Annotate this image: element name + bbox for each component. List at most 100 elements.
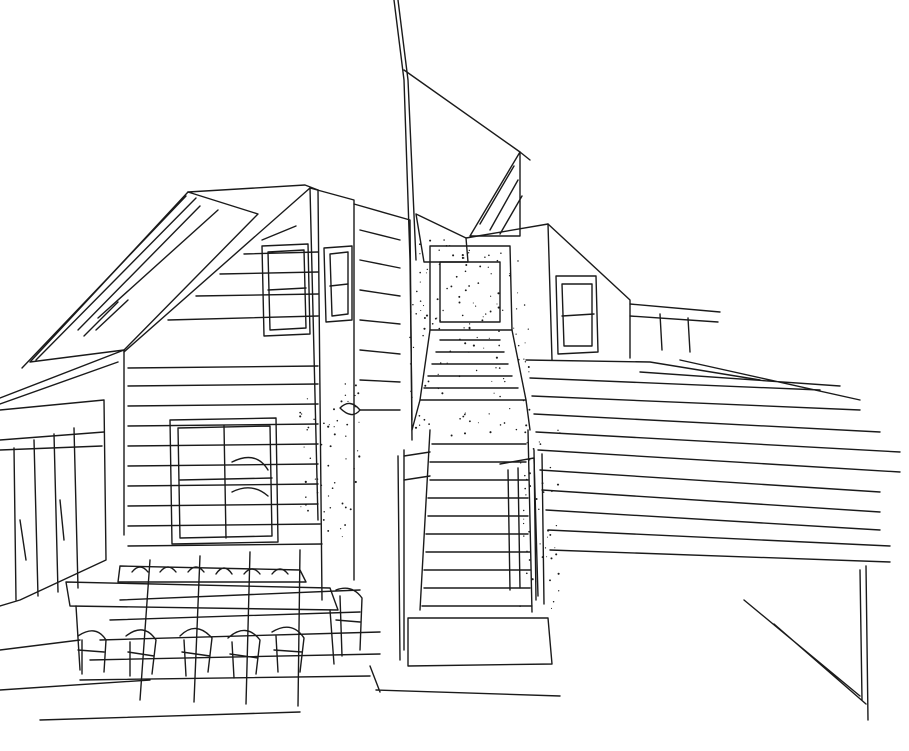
stipple-dot <box>525 424 528 427</box>
stipple-dot <box>475 305 477 307</box>
stipple-dot <box>523 518 525 520</box>
stipple-dot <box>524 431 527 434</box>
shading-stipple <box>299 239 561 609</box>
stipple-dot <box>550 557 553 560</box>
stipple-dot <box>528 408 531 411</box>
stipple-dot <box>518 359 520 361</box>
stipple-dot <box>491 380 493 382</box>
stipple-dot <box>313 418 315 421</box>
stipple-dot <box>472 302 474 304</box>
stipple-dot <box>468 327 471 330</box>
stipple-dot <box>327 529 330 532</box>
stipple-dot <box>304 503 307 506</box>
stipple-dot <box>524 361 527 363</box>
stipple-dot <box>523 535 525 537</box>
stipple-dot <box>419 281 421 283</box>
stipple-dot <box>314 478 316 480</box>
stipple-dot <box>300 506 302 508</box>
stipple-dot <box>306 398 309 400</box>
stipple-dot <box>468 323 471 325</box>
stipple-dot <box>436 298 439 301</box>
stipple-dot <box>450 434 453 437</box>
stipple-dot <box>525 478 528 481</box>
stipple-dot <box>320 484 323 487</box>
stipple-dot <box>428 423 430 425</box>
stipple-dot <box>539 543 541 545</box>
stipple-dot <box>354 406 356 408</box>
stipple-dot <box>517 260 519 262</box>
stipple-dot <box>490 295 492 297</box>
stipple-dot <box>468 249 470 252</box>
stipple-dot <box>437 387 439 389</box>
stipple-dot <box>458 375 461 378</box>
stipple-dot <box>351 414 353 416</box>
stipple-dot <box>463 413 466 416</box>
stipple-dot <box>439 319 441 322</box>
stipple-dot <box>320 443 323 446</box>
stipple-dot <box>509 273 511 275</box>
stipple-dot <box>535 498 538 500</box>
stipple-dot <box>496 303 498 305</box>
stipple-dot <box>307 509 309 512</box>
stipple-dot <box>327 495 330 497</box>
stipple-dot <box>551 490 553 493</box>
stipple-dot <box>425 314 429 317</box>
stipple-dot <box>528 485 532 488</box>
stipple-dot <box>459 417 461 420</box>
stipple-dot <box>422 305 425 307</box>
stipple-dot <box>358 421 360 423</box>
stipple-dot <box>487 266 489 268</box>
stipple-dot <box>354 384 357 387</box>
stipple-dot <box>333 408 335 411</box>
stipple-dot <box>467 252 470 254</box>
stipple-dot <box>358 455 361 458</box>
stipple-dot <box>305 496 307 498</box>
stipple-dot <box>439 362 442 364</box>
stipple-dot <box>344 524 347 526</box>
stipple-dot <box>528 530 530 533</box>
stipple-dot <box>354 394 356 397</box>
stipple-dot <box>327 425 330 428</box>
stipple-dot <box>461 254 464 257</box>
stipple-dot <box>442 309 444 312</box>
stipple-dot <box>345 458 347 460</box>
stipple-dot <box>316 478 319 480</box>
stipple-dot <box>344 394 347 396</box>
stipple-dot <box>538 441 540 443</box>
stipple-dot <box>522 399 525 402</box>
stipple-dot <box>524 487 526 490</box>
stipple-dot <box>476 336 478 339</box>
stipple-dot <box>464 289 467 292</box>
stipple-dot <box>527 328 529 330</box>
stipple-dot <box>525 572 528 575</box>
stipple-dot <box>508 274 511 277</box>
stipple-dot <box>554 547 556 549</box>
stipple-dot <box>436 317 438 319</box>
stipple-dot <box>438 249 440 251</box>
stipple-dot <box>498 330 500 333</box>
stipple-dot <box>424 384 427 387</box>
stipple-dot <box>344 506 347 509</box>
stipple-dot <box>415 313 417 315</box>
stipple-dot <box>409 336 411 339</box>
stipple-dot <box>416 290 418 293</box>
stipple-dot <box>488 413 490 415</box>
stipple-dot <box>339 528 342 530</box>
stipple-dot <box>299 415 302 418</box>
stipple-dot <box>550 607 553 609</box>
stipple-dot <box>481 319 484 322</box>
stipple-dot <box>527 366 530 368</box>
stipple-dot <box>495 356 498 359</box>
stipple-dot <box>522 522 525 525</box>
stipple-dot <box>524 342 526 344</box>
stipple-dot <box>493 392 495 394</box>
stipple-dot <box>341 536 343 538</box>
stipple-dot <box>477 422 479 424</box>
stipple-dot <box>464 270 467 273</box>
stipple-dot <box>547 529 550 532</box>
upper-window <box>261 243 311 337</box>
stipple-dot <box>468 420 471 423</box>
back-building <box>415 213 721 361</box>
stipple-dot <box>418 414 421 417</box>
